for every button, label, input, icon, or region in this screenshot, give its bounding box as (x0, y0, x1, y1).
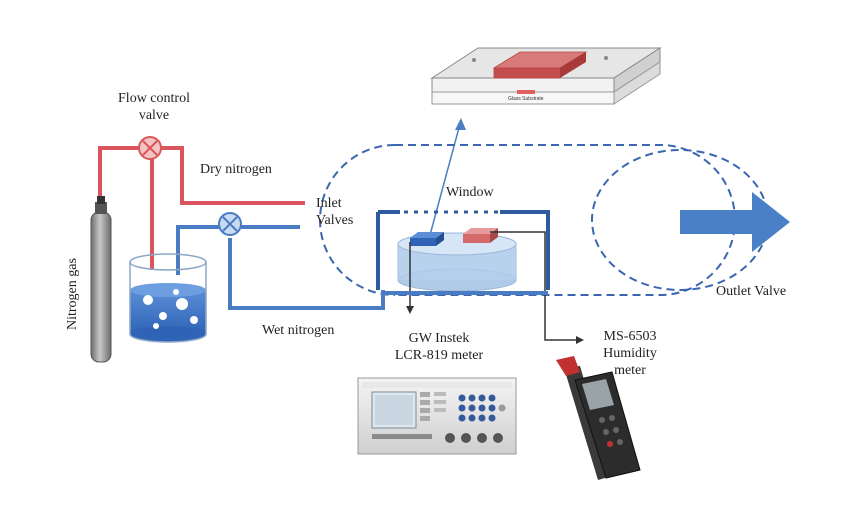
nitrogen-gas-label: Nitrogen gas (65, 258, 80, 330)
nitrogen-cylinder (90, 196, 112, 363)
humidity-meter-label: MS-6503 Humidity meter (603, 329, 657, 378)
wet-line-valve[interactable] (218, 212, 242, 236)
lcr-meter-label: GW Instek LCR-819 meter (394, 331, 484, 363)
dry-nitrogen-line (98, 146, 305, 270)
lcr-meter-device (357, 377, 517, 455)
window-label: Window (446, 185, 494, 200)
glass-substrate-label: Glass Substrate (508, 96, 544, 102)
sensor-platform (397, 228, 517, 292)
flow-control-valve[interactable] (138, 136, 162, 160)
inlet-valves-label: Inlet Valves (316, 196, 354, 228)
sensor-cross-section (430, 47, 662, 105)
wet-nitrogen-label: Wet nitrogen (262, 323, 335, 338)
humidity-meter-device (556, 356, 641, 480)
dry-nitrogen-label: Dry nitrogen (200, 162, 272, 177)
flow-control-valve-label: Flow control valve (118, 91, 190, 123)
outlet-valve-label: Outlet Valve (716, 284, 787, 299)
meter-wires (406, 231, 584, 344)
test-chamber (376, 210, 550, 290)
zoom-arrow (429, 118, 466, 236)
bubbler-beaker (129, 253, 207, 343)
wet-nitrogen-line (176, 225, 548, 310)
outlet-arrow (680, 192, 790, 252)
